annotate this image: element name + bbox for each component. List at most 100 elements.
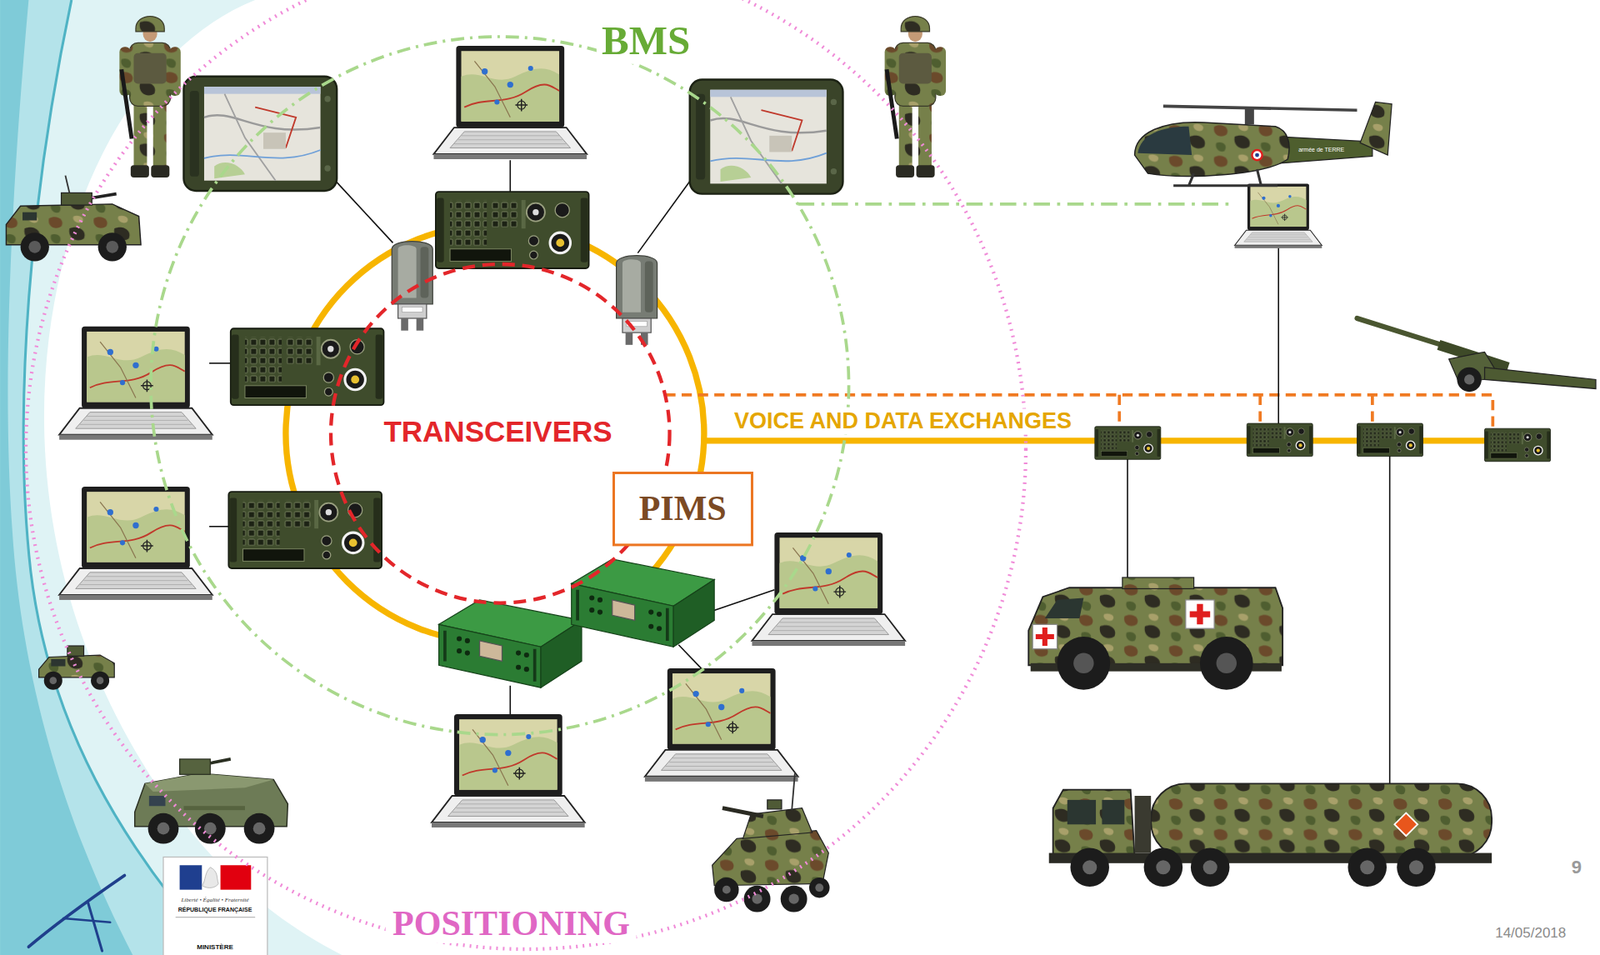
ambulance: [1122, 577, 1195, 589]
armoured-vehicle: [61, 192, 93, 205]
armoured-vehicle: [157, 822, 170, 835]
bms-circle: TRANSCEIVERSPIMSBMS: [150, 36, 850, 735]
tanker-truck: [1396, 847, 1436, 887]
agency-logo: [28, 875, 125, 948]
laptop-icon: [751, 532, 905, 646]
ambulance: [1073, 653, 1094, 674]
device-link: [209, 362, 231, 365]
laptop-icon: [433, 45, 587, 160]
light-vehicle: [96, 676, 105, 685]
devices: [59, 16, 1550, 828]
helicopter: [1250, 149, 1264, 162]
link-label: VOICE AND DATA EXCHANGES: [731, 408, 1075, 435]
howitzer: [1485, 367, 1596, 390]
transceivers-circle: TRANSCEIVERS: [330, 264, 670, 604]
laptop-icon: [59, 326, 213, 440]
armoured-vehicle: [791, 773, 795, 810]
government-logo: [202, 867, 220, 889]
box-title: PIMS: [639, 488, 727, 529]
region-title: POSITIONING: [385, 903, 637, 944]
armoured-vehicle: [204, 822, 217, 835]
armoured-vehicle: [210, 759, 230, 764]
radio-set: [435, 191, 590, 269]
armoured-vehicle: [809, 877, 830, 898]
device-link: [209, 160, 1390, 786]
device-link: [1389, 455, 1391, 786]
helicopter: [1137, 126, 1192, 155]
positioning-circle-outline: [25, 0, 1026, 950]
armoured-vehicle: [20, 232, 50, 261]
device-link: [1126, 457, 1129, 590]
helicopter: [1360, 101, 1392, 155]
armoured-vehicle: [149, 795, 166, 806]
tanker-truck: [1135, 795, 1152, 854]
armoured-vehicle: [145, 773, 274, 792]
armoured-vehicle: [712, 773, 830, 913]
network-link: [285, 204, 1493, 643]
armoured-vehicle: [722, 885, 731, 895]
armoured-vehicle: [751, 894, 762, 905]
date-text: 14/05/2018: [1495, 925, 1566, 943]
tanker-truck: [1190, 847, 1230, 887]
howitzer: [1456, 367, 1481, 392]
logo-text: MINISTÈRE: [196, 943, 234, 951]
tanker-truck: [1155, 860, 1170, 875]
agency-logo: [63, 918, 110, 923]
soldier-figure: [885, 16, 946, 178]
ambulance: [1185, 600, 1215, 629]
pims-device: [571, 559, 715, 647]
armoured-vehicle: [65, 175, 70, 194]
logo-text: RÉPUBLIQUE FRANÇAISE: [178, 906, 253, 914]
pims-device: [439, 600, 582, 688]
ambulance: [1200, 636, 1254, 690]
light-vehicle: [49, 676, 57, 685]
government-logo: [220, 865, 252, 890]
tanker-truck: [1144, 847, 1184, 887]
armoured-vehicle: [744, 885, 771, 913]
tanker-truck: [1409, 860, 1424, 875]
helicopter: [1163, 105, 1358, 110]
armoured-vehicle: [722, 808, 764, 817]
page-number: 9: [1571, 856, 1582, 878]
light-vehicle: [90, 671, 110, 690]
laptop-icon: [431, 714, 585, 828]
laptop-icon: [59, 486, 213, 600]
agency-logo: [87, 901, 102, 951]
light-vehicle: [39, 645, 115, 690]
ambulance: [1045, 597, 1085, 618]
tanker-truck: [1347, 847, 1387, 887]
device-link: [1277, 248, 1280, 427]
armoured-vehicle: [148, 813, 180, 845]
light-vehicle: [44, 671, 63, 690]
armoured-vehicle: [789, 894, 800, 905]
positioning-circle: TRANSCEIVERSPIMSBMS POSITIONING: [25, 0, 1026, 950]
helicopter: [1280, 136, 1373, 164]
armoured-vehicle: [714, 877, 739, 902]
transceivers-circle-outline: [330, 264, 670, 604]
armoured-vehicle: [253, 822, 266, 835]
soldier-figure: [119, 16, 180, 178]
tanker-truck: [1067, 800, 1096, 825]
howitzer: [1464, 374, 1475, 385]
armoured-vehicle: [135, 759, 289, 845]
government-logo: [163, 856, 268, 955]
radio-set: [1095, 426, 1161, 460]
helicopter: [1135, 101, 1393, 185]
tanker-truck: [1394, 812, 1418, 836]
tanker-truck: [1070, 847, 1110, 887]
light-vehicle: [67, 645, 85, 656]
bms-circle-outline: [150, 36, 850, 735]
armoured-vehicle: [244, 813, 275, 845]
armoured-vehicle: [98, 232, 127, 261]
tanker-truck: [1049, 783, 1492, 887]
tanker-truck: [1203, 860, 1218, 875]
background-swoosh: [0, 0, 133, 955]
ambulance: [1032, 624, 1057, 649]
armoured-vehicle: [28, 240, 41, 254]
tanker-truck: [1360, 860, 1375, 875]
helicopter: [1173, 169, 1278, 186]
radio-set: [1246, 423, 1313, 456]
armoured-vehicle: [180, 759, 211, 775]
light-vehicle: [50, 659, 65, 667]
